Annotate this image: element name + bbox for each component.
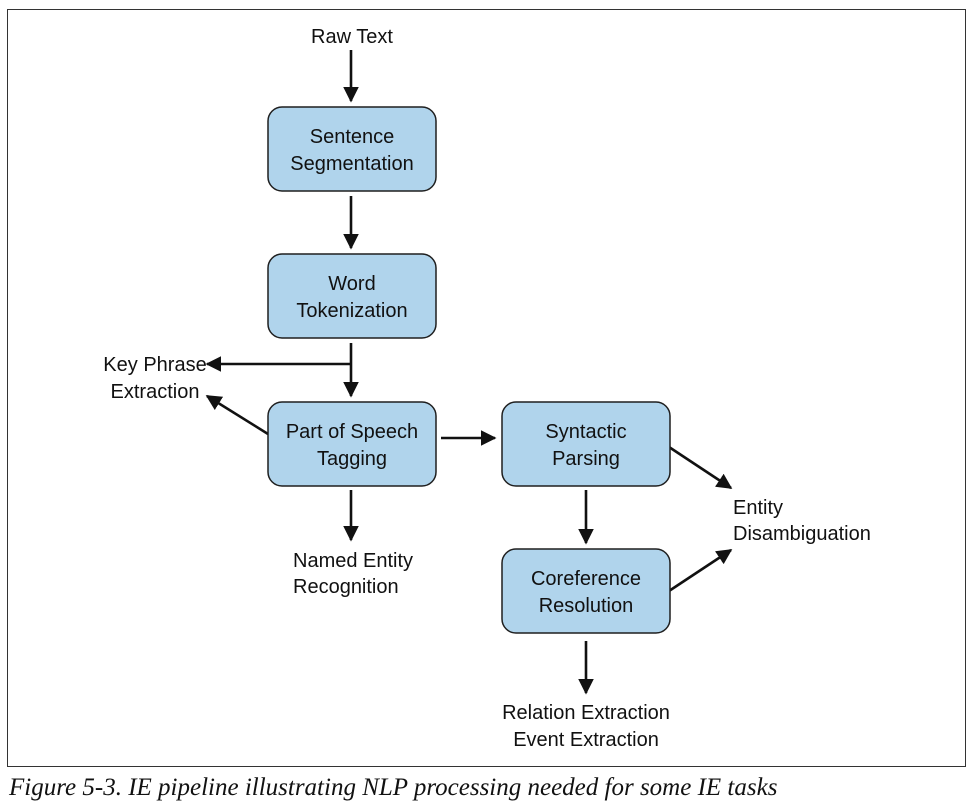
svg-text:Word: Word — [328, 273, 375, 295]
word-tokenization-box: Word Tokenization — [267, 253, 437, 339]
svg-text:Named Entity: Named Entity — [293, 550, 413, 572]
svg-text:Relation Extraction: Relation Extraction — [502, 702, 670, 724]
pos-tagging-box: Part of Speech Tagging — [267, 401, 437, 487]
sentence-segmentation-box: Sentence Segmentation — [267, 106, 437, 192]
edge-pos-to-keyphrase — [205, 394, 269, 436]
svg-text:Disambiguation: Disambiguation — [733, 523, 871, 545]
edge-coref-to-disambiguation — [668, 548, 733, 593]
syntactic-parsing-box: Syntactic Parsing — [501, 401, 671, 487]
ie-pipeline-diagram: Raw Text Key Phrase Extraction Named Ent… — [103, 26, 871, 751]
relation-event-extraction-label: Relation Extraction Event Extraction — [502, 702, 670, 751]
coreference-resolution-box: Coreference Resolution — [501, 548, 671, 634]
key-phrase-extraction-label: Key Phrase Extraction — [103, 354, 206, 403]
figure-frame — [7, 9, 966, 767]
svg-text:Tokenization: Tokenization — [296, 300, 407, 322]
svg-text:Recognition: Recognition — [293, 576, 399, 598]
svg-text:Part of Speech: Part of Speech — [286, 421, 418, 443]
svg-text:Sentence: Sentence — [310, 126, 395, 148]
entity-disambiguation-label: Entity Disambiguation — [733, 497, 871, 545]
svg-text:Segmentation: Segmentation — [290, 153, 413, 175]
svg-text:Syntactic: Syntactic — [545, 421, 626, 443]
named-entity-recognition-label: Named Entity Recognition — [293, 550, 413, 598]
svg-text:Key Phrase: Key Phrase — [103, 354, 206, 376]
svg-text:Event Extraction: Event Extraction — [513, 729, 659, 751]
svg-text:Resolution: Resolution — [539, 595, 634, 617]
svg-text:Extraction: Extraction — [111, 381, 200, 403]
svg-text:Entity: Entity — [733, 497, 783, 519]
edge-syntactic-to-disambiguation — [668, 445, 733, 490]
svg-text:Tagging: Tagging — [317, 448, 387, 470]
figure-caption: Figure 5-3. IE pipeline illustrating NLP… — [9, 774, 778, 801]
svg-text:Parsing: Parsing — [552, 448, 620, 470]
raw-text-label: Raw Text — [311, 26, 393, 48]
svg-text:Coreference: Coreference — [531, 568, 641, 590]
